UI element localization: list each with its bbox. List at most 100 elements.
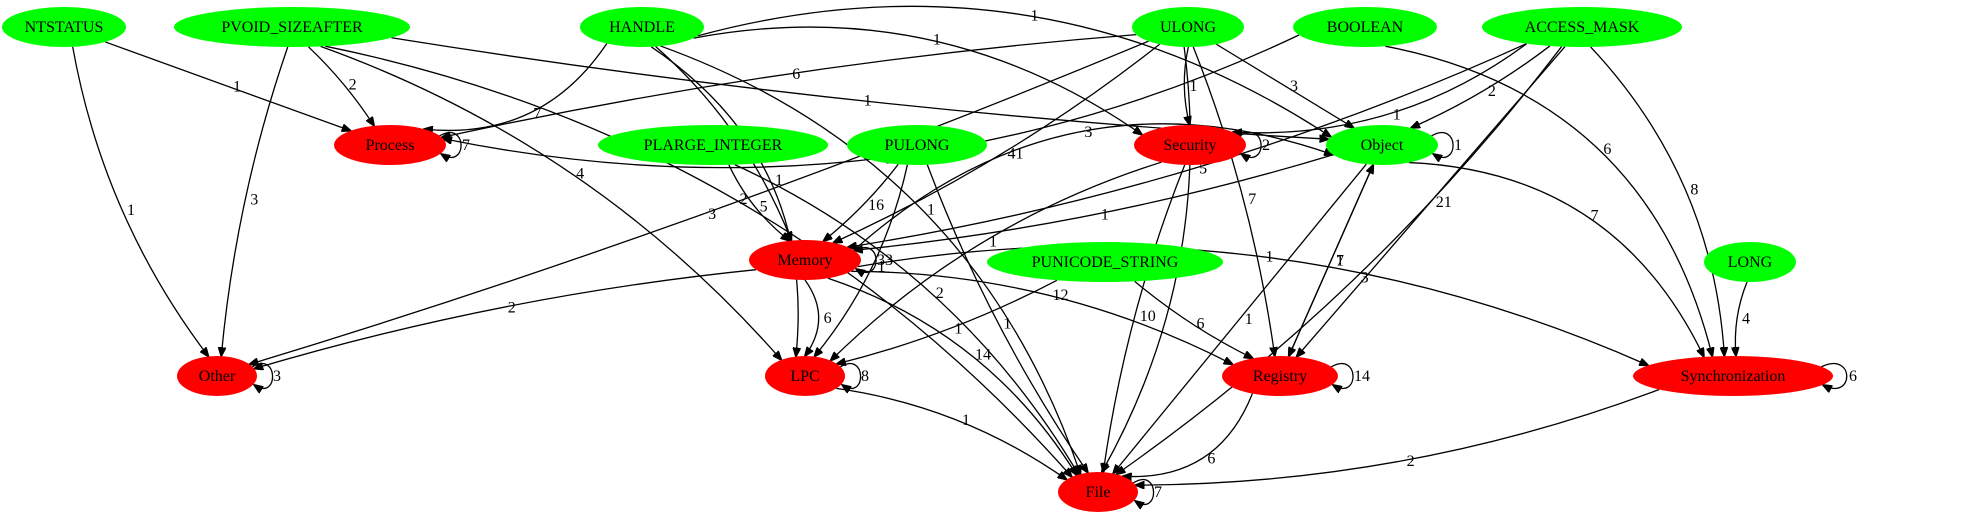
edge-weight-label: 1 <box>127 202 135 219</box>
edge-weight-label: 3 <box>1290 78 1298 95</box>
edge-memory-to-registry: 12 <box>851 270 1232 364</box>
edge-handle-to-process: 7 <box>424 43 608 130</box>
edge-line <box>728 164 790 241</box>
edge-object-to-file: 1 <box>1113 163 1367 473</box>
node-label: File <box>1086 484 1111 501</box>
edge-weight-label: 12 <box>1053 287 1069 304</box>
edge-weight-label: 1 <box>1393 106 1401 123</box>
edge-pulong-to-memory: 16 <box>823 163 899 241</box>
edge-handle-to-object: 1 <box>697 5 1331 137</box>
edge-plarge_integer-to-memory: 5 <box>728 164 790 241</box>
edge-line <box>221 46 289 356</box>
edge-line <box>839 363 862 389</box>
node-shape <box>580 7 704 47</box>
edge-access_mask-to-synchronization: 8 <box>1590 46 1725 356</box>
node-synchronization: Synchronization <box>1633 356 1833 396</box>
edge-access_mask-to-security: 1 <box>1233 43 1528 133</box>
edge-line <box>854 154 1334 251</box>
edge-weight-label: 5 <box>760 198 768 215</box>
edge-weight-label: 3 <box>1361 270 1369 287</box>
edge-line <box>836 387 1066 479</box>
node-shape <box>1132 7 1244 47</box>
node-label: Security <box>1163 137 1216 154</box>
edge-line <box>833 43 1161 243</box>
edge-synchronization-to-synchronization: 6 <box>1820 362 1857 389</box>
node-process: Process <box>334 125 446 165</box>
edge-weight-label: 2 <box>936 285 944 302</box>
edge-weight-label: 16 <box>868 197 884 214</box>
node-shape <box>1482 7 1682 47</box>
node-label: Memory <box>777 252 832 269</box>
edge-registry-to-registry: 14 <box>1330 363 1370 389</box>
node-plarge-integer: PLARGE_INTEGER <box>598 125 828 165</box>
node-label: HANDLE <box>609 19 675 36</box>
edge-line <box>325 45 1072 477</box>
node-long: LONG <box>1704 242 1796 282</box>
edges-layer: 1121342711811161341371016125218372110117… <box>72 5 1857 504</box>
edge-line <box>823 163 899 241</box>
edge-memory-to-other: 2 <box>254 269 757 369</box>
edge-access_mask-to-object: 2 <box>1411 45 1551 128</box>
node-label: PVOID_SIZEAFTER <box>221 19 363 36</box>
edge-security-to-lpc: 1 <box>831 161 1162 360</box>
edge-synchronization-to-file: 2 <box>1136 388 1660 485</box>
edge-line <box>1288 165 1374 357</box>
node-lpc: LPC <box>765 356 845 396</box>
edge-line <box>1385 45 1712 356</box>
edge-line <box>1820 362 1848 389</box>
edge-line <box>1103 164 1186 472</box>
edge-plarge_integer-to-file: 2 <box>734 164 1079 475</box>
edge-access_mask-to-file: 3 <box>1116 46 1563 475</box>
edge-weight-label: 7 <box>533 106 541 123</box>
edge-line <box>308 46 374 126</box>
edge-weight-label: 14 <box>1354 368 1370 385</box>
edge-weight-label: 2 <box>1488 83 1496 100</box>
node-memory: Memory <box>749 240 861 280</box>
edge-line <box>1184 46 1189 125</box>
edge-line <box>805 279 820 356</box>
edge-line <box>72 46 209 357</box>
edge-pulong-to-lpc: 1 <box>814 164 909 357</box>
edge-line <box>254 269 757 369</box>
edge-line <box>105 41 350 131</box>
node-label: PUNICODE_STRING <box>1032 254 1179 271</box>
edge-line <box>1216 43 1353 128</box>
edge-weight-label: 1 <box>1245 311 1253 328</box>
node-label: Process <box>366 137 415 154</box>
edge-weight-label: 2 <box>1407 453 1415 470</box>
node-boolean: BOOLEAN <box>1293 7 1437 47</box>
edge-line <box>442 34 1137 138</box>
edge-ntstatus-to-other: 1 <box>72 46 209 357</box>
edge-weight-label: 7 <box>462 137 470 154</box>
edge-weight-label: 6 <box>1196 315 1204 332</box>
edge-line <box>837 279 1058 364</box>
edge-weight-label: 1 <box>877 258 885 275</box>
node-label: NTSTATUS <box>25 19 104 36</box>
edge-line <box>650 46 798 357</box>
edge-line <box>249 40 1149 364</box>
node-handle: HANDLE <box>580 7 704 47</box>
edge-weight-label: 2 <box>508 299 516 316</box>
edge-weight-label: 1 <box>1189 78 1197 95</box>
edge-line <box>1136 388 1660 485</box>
node-label: Synchronization <box>1681 368 1786 385</box>
edge-weight-label: 1 <box>1265 248 1273 265</box>
node-shape <box>2 7 126 47</box>
node-shape <box>174 7 410 47</box>
edge-line <box>1116 46 1563 475</box>
node-label: PULONG <box>885 137 950 154</box>
edge-line <box>1590 46 1725 356</box>
edge-weight-label: 1 <box>962 412 970 429</box>
edge-weight-label: 3 <box>708 206 716 223</box>
node-shape <box>1222 356 1338 396</box>
edge-memory-to-object: 3 <box>853 123 1333 251</box>
edge-line <box>1192 46 1275 356</box>
edge-line <box>814 164 909 357</box>
edge-weight-label: 1 <box>864 92 872 109</box>
edge-line <box>1330 363 1354 389</box>
edge-weight-label: 1 <box>933 31 941 48</box>
edge-weight-label: 2 <box>1262 137 1270 154</box>
edge-object-to-synchronization: 7 <box>1408 161 1704 357</box>
node-pvoid-sizeafter: PVOID_SIZEAFTER <box>174 7 410 47</box>
edge-object-to-object: 1 <box>1430 132 1462 158</box>
